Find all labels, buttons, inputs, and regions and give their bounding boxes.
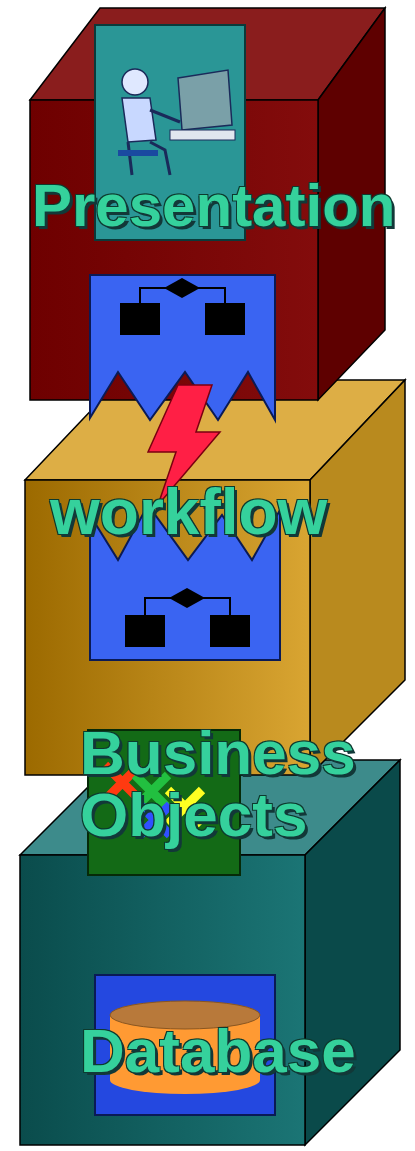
presentation-cube: Presentation — [30, 8, 385, 400]
keyboard — [170, 130, 235, 140]
org-box — [205, 303, 245, 335]
objects-box: Business Objects — [88, 730, 240, 875]
org-box — [120, 303, 160, 335]
node-label: Business Objects — [80, 722, 380, 846]
cube-side — [305, 760, 400, 1145]
org-line — [140, 288, 225, 303]
node-label: workflow — [50, 480, 415, 544]
person-body — [122, 98, 156, 142]
database-cube: Database — [20, 760, 400, 1145]
workflow-cube: workflow — [25, 380, 405, 775]
cube-side — [310, 380, 405, 775]
person-arm — [150, 110, 180, 122]
node-label: Presentation — [32, 176, 412, 236]
person-legs — [128, 142, 170, 175]
node-label: Database — [80, 1020, 415, 1082]
chair — [118, 150, 158, 156]
yellow-cube — [25, 380, 405, 775]
cube-front — [20, 855, 305, 1145]
org-box — [125, 615, 165, 647]
person-head — [122, 69, 148, 95]
org-line — [145, 598, 230, 615]
org-box — [210, 615, 250, 647]
monitor — [178, 70, 232, 130]
